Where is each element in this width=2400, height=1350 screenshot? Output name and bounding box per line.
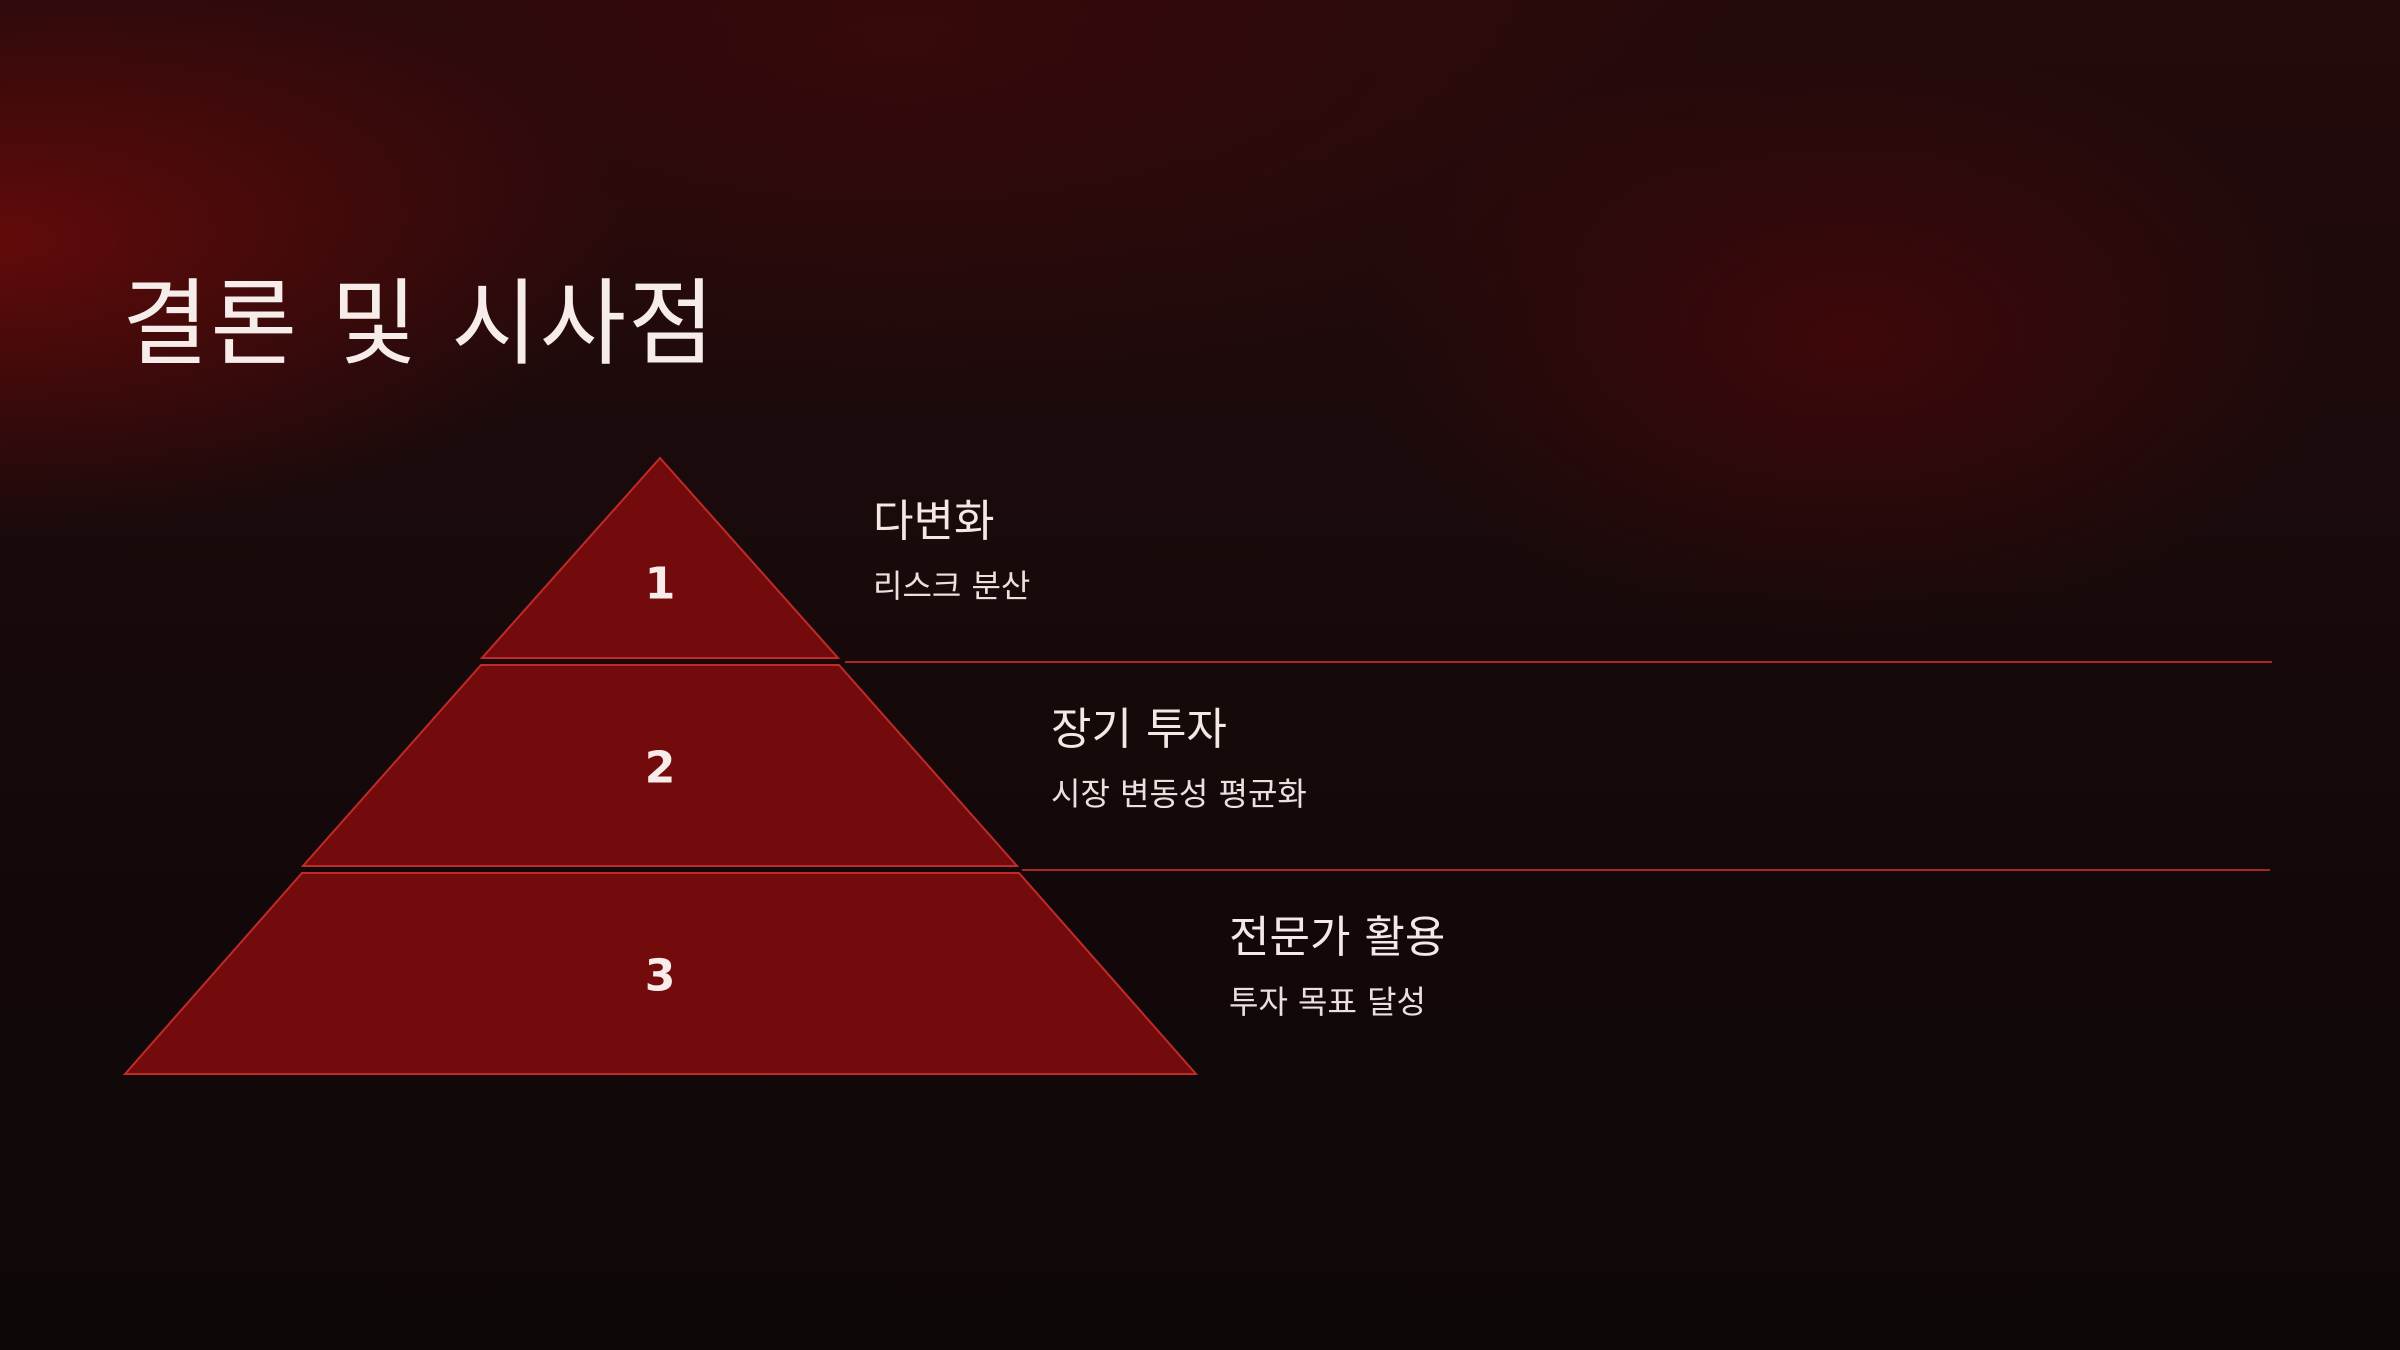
tier-3-description: 투자 목표 달성 bbox=[1229, 983, 1426, 1021]
tier-3-title: 전문가 활용 bbox=[1229, 912, 1446, 963]
tier-number-3: 3 bbox=[645, 951, 676, 1002]
tier-3-text: 전문가 활용 투자 목표 달성 bbox=[1229, 912, 1446, 1021]
tier-number-2: 2 bbox=[645, 743, 676, 794]
pyramid-tier-1 bbox=[479, 456, 841, 659]
pyramid-tier-2 bbox=[300, 664, 1020, 867]
tier-1-title: 다변화 bbox=[873, 496, 995, 547]
tier-2-text: 장기 투자 시장 변동성 평균화 bbox=[1051, 704, 1307, 813]
tier-number-1: 1 bbox=[645, 559, 676, 610]
tier-1-text: 다변화 리스크 분산 bbox=[873, 496, 1031, 605]
tier-2-description: 시장 변동성 평균화 bbox=[1051, 775, 1307, 813]
slide-title: 결론 및 시사점 bbox=[122, 270, 717, 379]
tier-1-description: 리스크 분산 bbox=[873, 567, 1031, 605]
tier-2-title: 장기 투자 bbox=[1051, 704, 1227, 755]
pyramid-tier-3 bbox=[122, 872, 1199, 1075]
